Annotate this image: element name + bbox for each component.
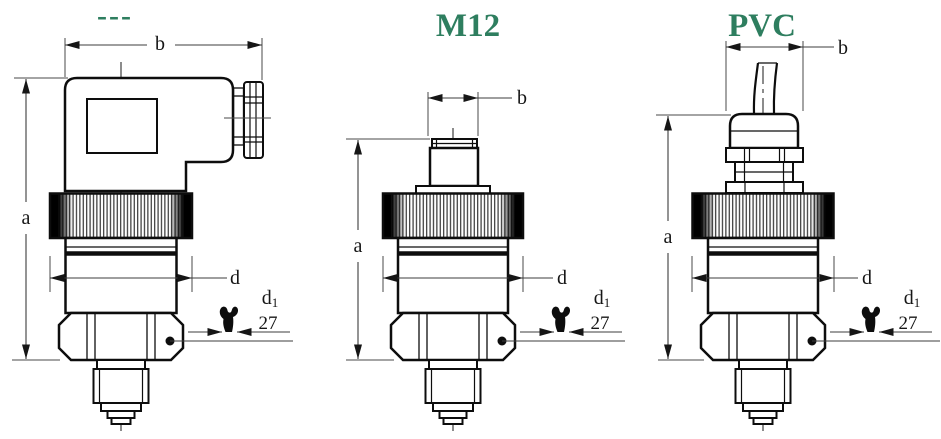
dim-label-d: d (862, 267, 872, 289)
knurled-ring (48, 192, 194, 240)
figure-din-plug: --- (12, 0, 293, 431)
figure-title-pvc: PVC (728, 8, 796, 44)
dimension-d: d (49, 256, 240, 292)
dim-label-b: b (838, 37, 848, 59)
cable-edge (772, 62, 779, 114)
dimension-a: a (656, 114, 731, 361)
dim-label-d: d (557, 267, 567, 289)
dimension-d1-wrench: 27 d1 (165, 287, 293, 346)
wrench-icon (219, 306, 239, 332)
dimension-b: b (427, 87, 527, 136)
thread-tip (442, 417, 464, 425)
cable-edge (752, 62, 760, 114)
thread-body (92, 368, 150, 404)
dim-label-d1: d1 (904, 287, 921, 310)
hex-nut (699, 311, 827, 362)
thread-step-2 (106, 410, 136, 419)
dim-label-d1: d1 (594, 287, 611, 310)
hex-nut (57, 311, 185, 362)
gland-nut (243, 81, 264, 159)
thread-step-1 (742, 402, 784, 412)
dimension-b: b (725, 37, 848, 111)
sensor-body (396, 236, 510, 315)
dim-label-a: a (354, 235, 363, 257)
dimension-d: d (382, 256, 567, 292)
cable (752, 62, 779, 114)
wrench-icon (861, 306, 881, 332)
thread-tip (110, 417, 132, 425)
figure-title-m12: M12 (436, 8, 500, 44)
figure-m12: M12 (346, 8, 625, 431)
dim-label-b: b (517, 87, 527, 109)
gland-hex-ring (725, 147, 804, 163)
dimension-d1-wrench: 27 d1 (497, 287, 625, 346)
dimension-a: a (12, 77, 68, 361)
dimension-b: b (64, 33, 263, 80)
thread-body (424, 368, 482, 404)
wrench-size-label: 27 (899, 313, 918, 334)
thread-step-1 (432, 402, 474, 412)
wrench-size-label: 27 (259, 313, 278, 334)
gland-base-ring (725, 181, 804, 194)
sensor-body (64, 236, 178, 315)
knurled-ring (381, 192, 525, 240)
thread-tip (752, 417, 774, 425)
dim-label-a: a (664, 226, 673, 248)
din-plug-window (86, 98, 158, 154)
knurled-ring (691, 192, 835, 240)
dimension-a: a (346, 138, 430, 361)
dim-label-b: b (155, 33, 165, 55)
wrench-size-label: 27 (591, 313, 610, 334)
figure-pvc: PVC (656, 8, 940, 431)
dimension-d1-wrench: 27 d1 (807, 287, 940, 346)
dimension-d: d (691, 256, 872, 292)
thread-neck (428, 359, 478, 370)
thread-neck (96, 359, 146, 370)
thread-step-2 (748, 410, 778, 419)
m12-connector-body (428, 146, 480, 188)
dim-label-d: d (230, 267, 240, 289)
dim-label-d1: d1 (262, 287, 279, 310)
hex-nut (389, 311, 517, 362)
dim-label-a: a (22, 207, 31, 229)
thread-body (734, 368, 792, 404)
thread-step-1 (100, 402, 142, 412)
sensor-body (706, 236, 820, 315)
thread-neck (738, 359, 788, 370)
thread-step-2 (438, 410, 468, 419)
figure-title-din: --- (97, 0, 133, 32)
wrench-icon (551, 306, 571, 332)
